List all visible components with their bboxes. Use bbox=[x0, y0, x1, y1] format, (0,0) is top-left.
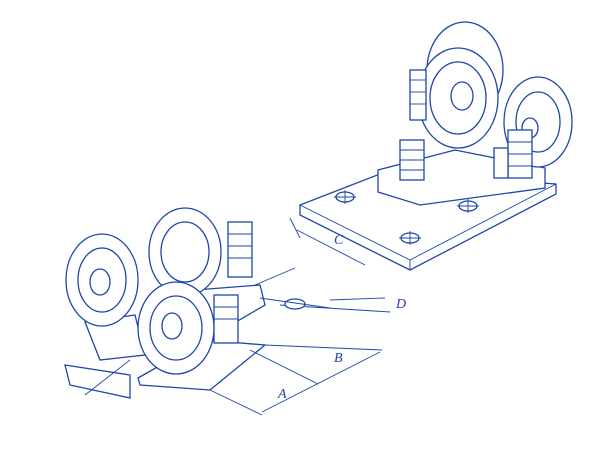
right-roller-assembly bbox=[299, 21, 573, 271]
dimension-label-c: C bbox=[334, 233, 344, 248]
dimension-label-a: A bbox=[277, 387, 287, 402]
dimension-label-d: D bbox=[395, 297, 406, 312]
guide-rail bbox=[64, 364, 131, 399]
dimension-lines bbox=[209, 217, 391, 416]
dimension-label-b: B bbox=[334, 351, 343, 366]
springs bbox=[399, 69, 533, 181]
left-roller-assembly bbox=[64, 207, 267, 399]
mounting-holes bbox=[334, 190, 479, 245]
